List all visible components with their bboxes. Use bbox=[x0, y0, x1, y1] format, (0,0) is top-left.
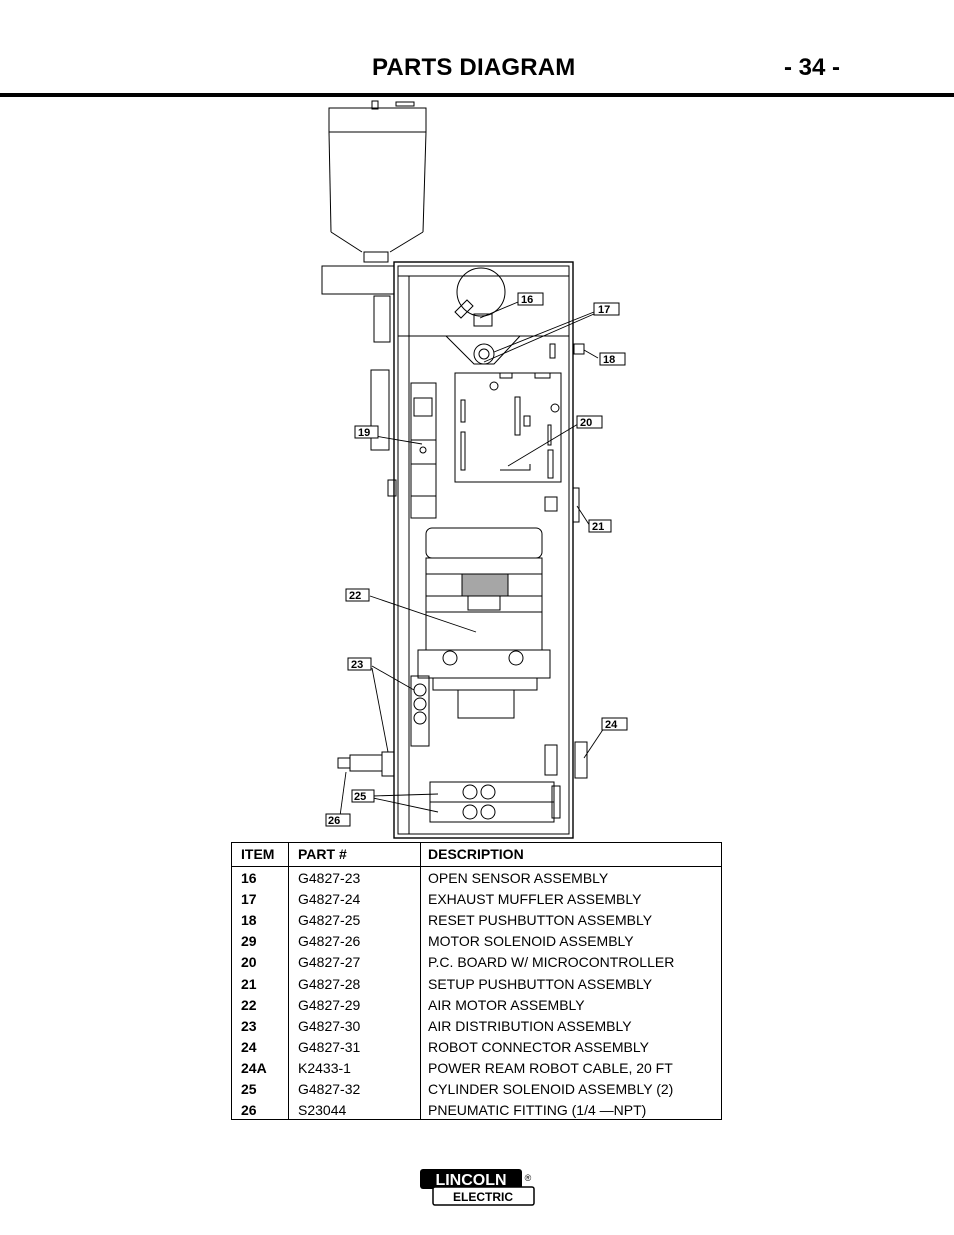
table-cell-part: G4827-23 bbox=[298, 870, 361, 886]
reservoir-valve bbox=[373, 295, 391, 343]
table-cell-item: 20 bbox=[241, 954, 257, 971]
table-cell-part: G4827-28 bbox=[298, 975, 361, 992]
table-cell-item: 16 bbox=[241, 870, 257, 886]
pneumatic-fitting bbox=[337, 757, 351, 769]
table-cell-item: 24A bbox=[241, 1059, 267, 1076]
table-cell-part: S23044 bbox=[298, 1102, 347, 1119]
table-divider bbox=[420, 843, 421, 1119]
table-cell-part: K2433-1 bbox=[298, 1059, 351, 1076]
table-cell-item: 29 bbox=[241, 933, 257, 950]
header-item: ITEM bbox=[241, 846, 275, 862]
svg-text:25: 25 bbox=[354, 791, 366, 803]
svg-text:20: 20 bbox=[580, 417, 592, 429]
svg-text:24: 24 bbox=[605, 719, 618, 731]
air-motor bbox=[417, 527, 551, 719]
parts-diagram: 16 17 18 19 20 21 22 23 24 25 26 bbox=[321, 100, 628, 839]
cylinder-solenoids bbox=[429, 781, 561, 823]
table-cell-description: AIR MOTOR ASSEMBLY bbox=[428, 996, 585, 1013]
table-cell-description: RESET PUSHBUTTON ASSEMBLY bbox=[428, 912, 653, 929]
callout-26: 26 bbox=[325, 813, 351, 827]
table-cell-item: 22 bbox=[241, 996, 257, 1013]
header-rule bbox=[232, 866, 721, 867]
table-cell-description: ROBOT CONNECTOR ASSEMBLY bbox=[428, 1038, 649, 1055]
page-number: - 34 - bbox=[784, 54, 841, 81]
svg-text:21: 21 bbox=[592, 521, 604, 533]
table-cell-description: CYLINDER SOLENOID ASSEMBLY (2) bbox=[428, 1081, 674, 1097]
table-cell-item: 18 bbox=[241, 912, 257, 929]
header-description: DESCRIPTION bbox=[428, 846, 524, 862]
table-cell-description: MOTOR SOLENOID ASSEMBLY bbox=[428, 933, 634, 950]
table-cell-description: EXHAUST MUFFLER ASSEMBLY bbox=[428, 891, 642, 908]
page-title: PARTS DIAGRAM bbox=[372, 54, 576, 81]
table-cell-part: G4827-24 bbox=[298, 891, 361, 908]
table-divider bbox=[288, 843, 289, 1119]
table-cell-description: AIR DISTRIBUTION ASSEMBLY bbox=[428, 1017, 632, 1034]
table-cell-part: G4827-29 bbox=[298, 996, 361, 1013]
lincoln-electric-logo: LINCOLN ® ELECTRIC bbox=[419, 1168, 537, 1213]
svg-text:LINCOLN: LINCOLN bbox=[435, 1172, 506, 1189]
table-cell-description: POWER REAM ROBOT CABLE, 20 FT bbox=[428, 1059, 673, 1076]
table-cell-item: 26 bbox=[241, 1102, 257, 1119]
table-cell-item: 23 bbox=[241, 1017, 257, 1034]
table-cell-description: SETUP PUSHBUTTON ASSEMBLY bbox=[428, 975, 653, 992]
reservoir-bottle bbox=[328, 100, 427, 263]
callout-19: 19 bbox=[354, 425, 379, 439]
table-cell-description: OPEN SENSOR ASSEMBLY bbox=[428, 870, 609, 886]
parts-table: ITEM PART # DESCRIPTION 16 G4827-23 OPEN S… bbox=[231, 842, 722, 1120]
reset-pushbutton bbox=[573, 343, 585, 355]
cabinet-outline bbox=[393, 261, 574, 839]
reservoir-bracket bbox=[321, 265, 395, 295]
robot-connector bbox=[544, 744, 558, 776]
svg-text:®: ® bbox=[525, 1173, 532, 1183]
svg-text:22: 22 bbox=[349, 590, 361, 602]
exhaust-muffler bbox=[445, 335, 521, 365]
table-cell-part: G4827-27 bbox=[298, 954, 361, 971]
callout-16: 16 bbox=[517, 292, 544, 306]
table-cell-item: 17 bbox=[241, 891, 257, 908]
air-distribution bbox=[410, 675, 430, 747]
table-cell-part: G4827-32 bbox=[298, 1081, 361, 1097]
callout-18: 18 bbox=[599, 352, 626, 366]
svg-text:19: 19 bbox=[358, 427, 370, 439]
callout-23: 23 bbox=[347, 657, 372, 671]
svg-text:16: 16 bbox=[521, 294, 533, 306]
open-sensor bbox=[456, 267, 506, 317]
table-cell-part: G4827-25 bbox=[298, 912, 361, 929]
callout-24: 24 bbox=[601, 717, 628, 731]
setup-pushbutton bbox=[544, 496, 558, 512]
pc-board bbox=[454, 372, 562, 483]
callout-17: 17 bbox=[593, 302, 620, 316]
table-cell-item: 21 bbox=[241, 975, 257, 992]
table-cell-part: G4827-30 bbox=[298, 1017, 361, 1034]
callout-21: 21 bbox=[588, 519, 612, 533]
table-cell-description: P.C. BOARD W/ MICROCONTROLLER bbox=[428, 954, 675, 971]
callout-25: 25 bbox=[351, 789, 375, 803]
title-rule bbox=[0, 93, 954, 97]
svg-text:26: 26 bbox=[328, 815, 340, 827]
table-cell-item: 24 bbox=[241, 1038, 257, 1055]
svg-text:18: 18 bbox=[603, 354, 615, 366]
callout-20: 20 bbox=[576, 415, 603, 429]
leader-lines bbox=[339, 301, 605, 817]
table-cell-item: 25 bbox=[241, 1081, 257, 1097]
svg-text:ELECTRIC: ELECTRIC bbox=[453, 1190, 513, 1204]
table-cell-part: G4827-26 bbox=[298, 933, 361, 950]
table-cell-part: G4827-31 bbox=[298, 1038, 361, 1055]
header-part: PART # bbox=[298, 846, 347, 862]
callout-22: 22 bbox=[345, 588, 370, 602]
svg-text:23: 23 bbox=[351, 659, 363, 671]
table-cell-description: PNEUMATIC FITTING (1/4 —NPT) bbox=[428, 1102, 647, 1119]
motor-solenoid bbox=[410, 382, 437, 519]
svg-text:17: 17 bbox=[598, 304, 610, 316]
